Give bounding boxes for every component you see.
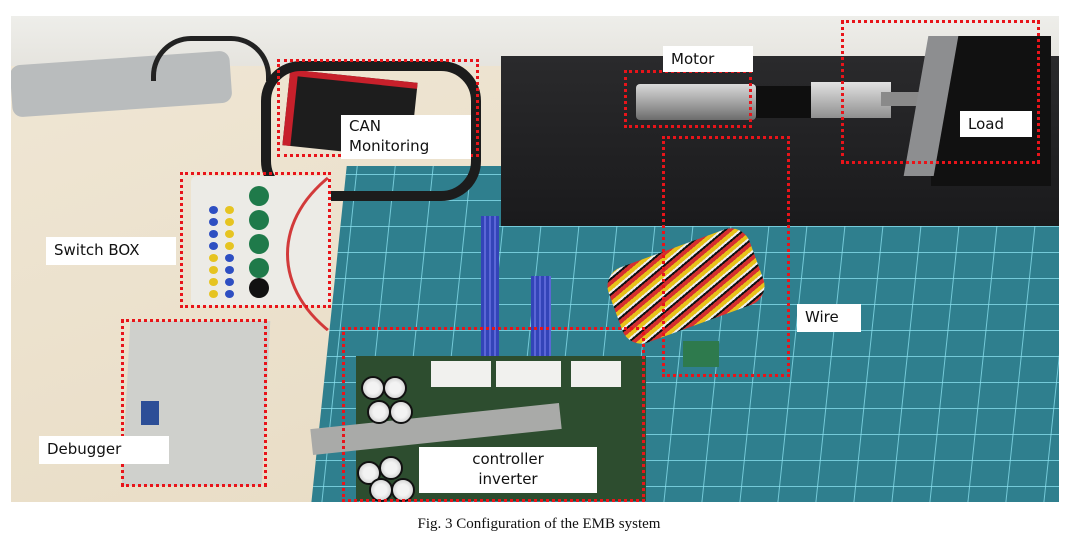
label-switch-box: Switch BOX [46, 237, 176, 265]
banana-jack [225, 230, 234, 238]
banana-jack [225, 266, 234, 274]
banana-jack [209, 242, 218, 250]
banana-jack [209, 254, 218, 262]
label-wire: Wire [797, 304, 861, 332]
annotation-box-motor [624, 70, 752, 128]
annotation-box-load [841, 20, 1040, 164]
annotation-box-controller-inverter [342, 327, 645, 502]
coupling [811, 82, 891, 118]
banana-jack [209, 230, 218, 238]
motor-body [636, 84, 756, 120]
red-power-wire [286, 136, 622, 372]
green-push-button [249, 210, 269, 230]
label-can-monitoring-line-2: Monitoring [349, 137, 430, 155]
capacitor [383, 376, 407, 400]
capacitor [379, 456, 403, 480]
banana-jack [209, 278, 218, 286]
wire-pcb-connector [683, 341, 719, 367]
capacitor [389, 400, 413, 424]
green-push-button [249, 234, 269, 254]
gearbox [756, 86, 816, 118]
green-push-button [249, 258, 269, 278]
label-controller-inverter-line-2: inverter [478, 470, 538, 488]
banana-jack [225, 218, 234, 226]
rotary-selector-knob [249, 278, 269, 298]
annotation-box-debugger [121, 319, 267, 487]
label-can-monitoring-line-1: CAN [349, 117, 381, 135]
label-load-text: Load [968, 115, 1004, 133]
annotation-box-switch-box [180, 172, 331, 308]
banana-jack [225, 278, 234, 286]
banana-jack [225, 254, 234, 262]
banana-jack [209, 290, 218, 298]
label-controller-inverter-line-1: controller [472, 450, 544, 468]
label-wire-text: Wire [805, 308, 839, 326]
green-push-button [249, 186, 269, 206]
banana-jack [225, 206, 234, 214]
label-can-monitoring: CAN Monitoring [341, 115, 471, 159]
label-debugger: Debugger [39, 436, 169, 464]
banana-jack [225, 242, 234, 250]
debugger-logo [141, 401, 159, 425]
banana-jack [209, 218, 218, 226]
label-motor-text: Motor [671, 50, 715, 68]
label-load: Load [960, 111, 1032, 137]
label-controller-inverter: controller inverter [419, 447, 597, 493]
label-motor: Motor [663, 46, 753, 72]
figure-caption: Fig. 3 Configuration of the EMB system [417, 516, 661, 532]
capacitor [391, 478, 415, 502]
annotation-box-wire [662, 136, 790, 377]
capacitor [361, 376, 385, 400]
label-switch-box-text: Switch BOX [54, 241, 140, 259]
banana-jack [209, 266, 218, 274]
emb-setup-photo: CAN Monitoring Motor Load Switch BOX Wir… [11, 16, 1059, 502]
banana-jack [225, 290, 234, 298]
probe-cable [151, 36, 271, 81]
label-debugger-text: Debugger [47, 440, 122, 458]
banana-jack [209, 206, 218, 214]
